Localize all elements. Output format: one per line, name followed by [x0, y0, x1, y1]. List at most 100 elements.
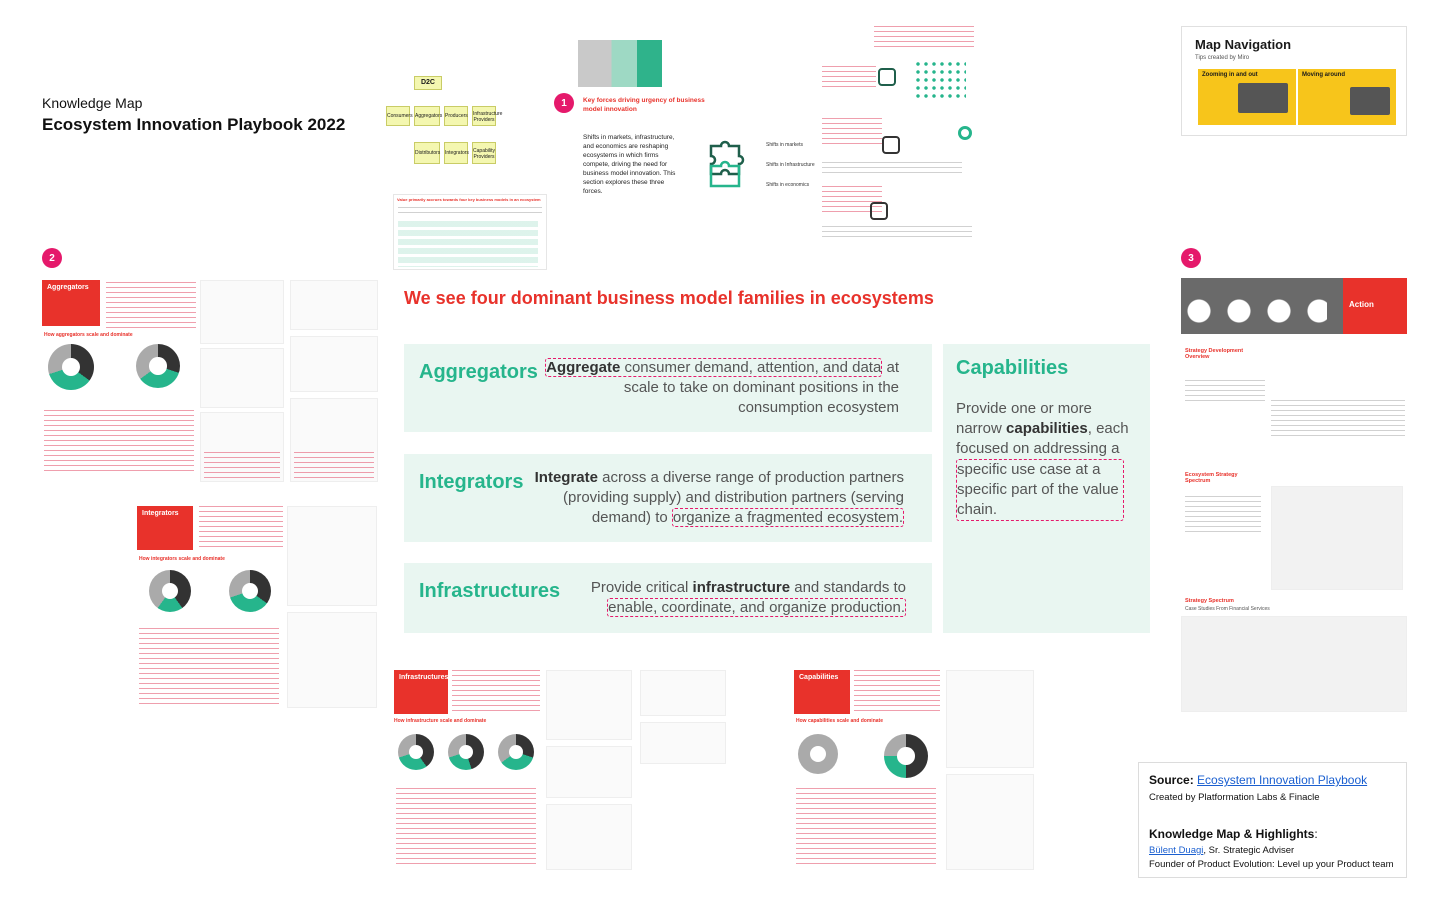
integrators-family-description: Integrate across a diverse range of prod… [524, 468, 904, 528]
infrastructure-providers-node: Infrastructure Providers [472, 106, 502, 126]
capabilities-scale-title: How capabilities scale and dominate [796, 718, 883, 724]
capabilities-notes-1 [854, 670, 940, 714]
aggregators-board[interactable]: Aggregators How aggregators scale and do… [40, 276, 382, 486]
infrastructures-donut-2 [448, 734, 484, 770]
map-navigation-card[interactable]: Map Navigation Tips created by Miro Zoom… [1181, 26, 1407, 136]
infrastructures-card[interactable]: Infrastructures Provide critical infrast… [404, 563, 932, 633]
aggregators-card[interactable]: Aggregators Aggregate consumer demand, a… [404, 344, 932, 432]
infrastructures-donut-3 [498, 734, 534, 770]
shifts-detail-board[interactable] [818, 26, 974, 264]
step-badge-1: 1 [554, 93, 574, 113]
capabilities-donut-1 [798, 734, 838, 774]
aggregators-desc-line2: scale to take on dominant positions in t… [623, 379, 899, 396]
action-banner: Action [1181, 278, 1407, 334]
shift-infrastructure: Shifts in Infrastructure [766, 162, 815, 168]
integrators-desc-line2: (providing supply) and distribution part… [562, 489, 904, 506]
move-tip-label: Moving around [1302, 72, 1345, 78]
shift-economics: Shifts in economics [766, 182, 810, 188]
aggregators-highlight: Aggregate consumer demand, attention, an… [545, 358, 883, 377]
capabilities-highlight: specific use case at a specific part of … [956, 459, 1124, 521]
aggregators-desc-line1: Aggregate consumer demand, attention, an… [545, 358, 899, 377]
value-accrual-board[interactable]: Value primarily accrues towards four key… [393, 194, 547, 270]
aggregators-panel-3 [200, 348, 284, 408]
zoom-tip-video[interactable] [1238, 83, 1288, 113]
capabilities-desc-line3: focused on addressing a [956, 440, 1120, 457]
zoom-tip-label: Zooming in and out [1202, 72, 1258, 78]
spectrum-grid [1271, 486, 1403, 590]
infrastructures-donut-1 [398, 734, 434, 770]
aggregators-scale-title: How aggregators scale and dominate [44, 332, 133, 338]
infrastructures-panel-5 [546, 804, 632, 870]
integrators-panel-1 [287, 506, 377, 606]
map-navigation-subtitle: Tips created by Miro [1195, 55, 1250, 61]
producers-node: Producers [444, 106, 468, 126]
infrastructures-scale-title: How infrastructure scale and dominate [394, 718, 487, 724]
value-accrual-caption: Value primarily accrues towards four key… [397, 197, 541, 202]
capabilities-box: Capabilities [794, 670, 850, 714]
shifts-notes-b [822, 66, 876, 90]
strategy-spectrum-title: Strategy Spectrum [1185, 598, 1234, 604]
move-tip-box[interactable]: Moving around [1298, 69, 1396, 125]
capabilities-board[interactable]: Capabilities How capabilities scale and … [792, 668, 1038, 876]
capabilities-card[interactable]: Capabilities Provide one or more narrow … [943, 344, 1150, 633]
author-link[interactable]: Bülent Duagi [1149, 845, 1204, 856]
infrastructures-notes-1 [452, 670, 540, 714]
capabilities-panel-1 [946, 670, 1034, 768]
step-badge-2: 2 [42, 248, 62, 268]
step-badge-3: 3 [1181, 248, 1201, 268]
integrators-box: Integrators [137, 506, 193, 550]
business-model-families-title: We see four dominant business model fami… [404, 288, 934, 308]
integrators-notes-2 [139, 628, 279, 708]
integrators-donut-right [229, 570, 271, 612]
infrastructures-panel-2 [640, 670, 726, 716]
author-extra: Founder of Product Evolution: Level up y… [1149, 859, 1394, 870]
d2c-node: D2C [414, 76, 442, 90]
integrators-card[interactable]: Integrators Integrate across a diverse r… [404, 454, 932, 542]
action-label: Action [1349, 300, 1374, 309]
created-by: Created by Platformation Labs & Finacle [1149, 792, 1320, 803]
consumers-node: Consumers [386, 106, 413, 126]
infrastructures-panel-4 [640, 722, 726, 764]
aggregators-family-description: Aggregate consumer demand, attention, an… [539, 358, 899, 418]
integrators-donut-left [149, 570, 191, 612]
aggregators-desc-line3: consumption ecosystem [738, 399, 899, 416]
source-link[interactable]: Ecosystem Innovation Playbook [1197, 773, 1368, 787]
infrastructures-family-description: Provide critical infrastructure and stan… [566, 578, 906, 618]
capabilities-family-description: Provide one or more narrow capabilities,… [956, 399, 1146, 521]
strategy-overview-title: Strategy Development Overview [1185, 348, 1244, 360]
forces-illustration [578, 40, 662, 87]
integrators-board[interactable]: Integrators How integrators scale and do… [135, 502, 382, 714]
capabilities-desc-line1: Provide one or more [956, 400, 1092, 417]
aggregators-donut-right [136, 344, 180, 388]
infrastructures-box: Infrastructures [394, 670, 448, 714]
shifts-notes-c [822, 118, 882, 148]
capabilities-desc-line2: narrow capabilities, each [956, 420, 1129, 437]
source-line: Source: Ecosystem Innovation Playbook [1149, 773, 1368, 787]
capabilities-donut-2 [884, 734, 928, 778]
zoom-tip-box[interactable]: Zooming in and out [1198, 69, 1296, 125]
capabilities-family-name: Capabilities [956, 357, 1069, 379]
strategy-spectrum-subtitle: Case Studies From Financial Services [1185, 606, 1270, 612]
aggregators-panel-4 [290, 336, 378, 392]
move-tip-video[interactable] [1350, 87, 1390, 115]
action-strategy-board[interactable]: Action Strategy Development Overview Eco… [1181, 276, 1407, 712]
capabilities-panel-2 [946, 774, 1034, 870]
value-accrual-chart [398, 221, 538, 267]
integrators-family-name: Integrators [419, 471, 524, 493]
spectrum-notes [1185, 496, 1261, 532]
head-icons [1187, 294, 1327, 328]
shift-markets: Shifts in markets [766, 142, 803, 148]
highlights-line: Knowledge Map & Highlights: [1149, 827, 1318, 841]
value-chain-diagram-board[interactable]: D2C Consumers Aggregators Producers Infr… [386, 62, 546, 174]
puzzle-icon [707, 140, 747, 188]
infrastructures-notes-2 [396, 788, 536, 868]
infrastructures-board[interactable]: Infrastructures How infrastructure scale… [392, 668, 730, 876]
shifts-notes-d [822, 162, 962, 176]
shift-cluster-2 [882, 136, 900, 154]
capabilities-notes-2 [796, 788, 936, 868]
strategy-steps-notes [1271, 400, 1405, 440]
aggregators-donut-left [48, 344, 94, 390]
aggregators-node: Aggregators [414, 106, 442, 126]
playbook-title: Ecosystem Innovation Playbook 2022 [42, 115, 346, 134]
knowledge-map-label: Knowledge Map [42, 95, 143, 111]
